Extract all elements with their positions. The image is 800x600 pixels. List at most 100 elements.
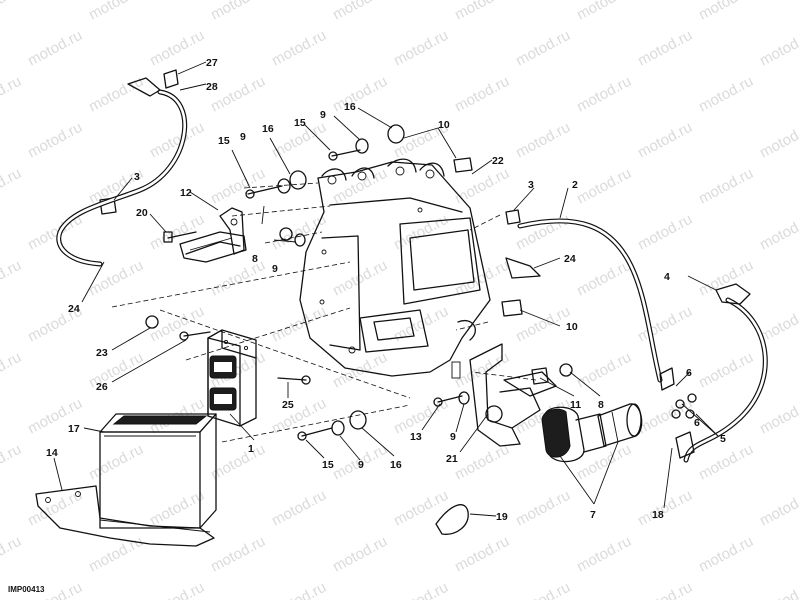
callout-5: 5 (720, 433, 726, 445)
callout-8-left: 8 (252, 253, 258, 265)
watermark-text: motod.ru (330, 0, 390, 24)
watermark-text: motod.ru (208, 73, 268, 116)
callout-22: 22 (492, 155, 504, 167)
watermark-text: motod.ru (208, 165, 268, 208)
watermark-text: motod.ru (574, 73, 634, 116)
watermark-text: motod.ru (0, 0, 24, 24)
watermark-text: motod.ru (635, 579, 695, 600)
watermark-text: motod.ru (208, 533, 268, 576)
watermark-text: motod.ru (696, 0, 756, 24)
watermark-text: motod.ru (696, 533, 756, 576)
watermark-text: motod.ru (452, 0, 512, 24)
watermark-text: motod.ru (0, 349, 24, 392)
callout-21: 21 (446, 453, 458, 465)
watermark-text: motod.ru (86, 349, 146, 392)
callout-20: 20 (136, 207, 148, 219)
watermark-text: motod.ru (696, 73, 756, 116)
watermark-text: motod.ru (696, 257, 756, 300)
watermark-text: motod.ru (452, 533, 512, 576)
watermark-text: motod.ru (147, 303, 207, 346)
callout-23: 23 (96, 347, 108, 359)
watermark-text: motod.ru (269, 487, 329, 530)
callout-16-top: 16 (344, 101, 356, 113)
watermark-text: motod.ru (574, 165, 634, 208)
watermark-text: motod.ru (269, 303, 329, 346)
fuse-box (207, 329, 257, 427)
watermark-text: motod.ru (574, 349, 634, 392)
drawing-code: IMP00413 (8, 585, 45, 594)
watermark-text: motod.ru (208, 257, 268, 300)
battery-tray (35, 485, 215, 547)
callout-19: 19 (496, 511, 508, 523)
callout-9-bracket: 9 (240, 131, 246, 143)
callout-28: 28 (206, 81, 218, 93)
watermark-text: motod.ru (391, 579, 451, 600)
watermark-text: motod.ru (635, 211, 695, 254)
watermark-text: motod.ru (330, 533, 390, 576)
callout-9-top: 9 (320, 109, 326, 121)
rubber-strap (435, 504, 469, 535)
watermark-text: motod.ru (696, 441, 756, 484)
watermark-text: motod.ru (757, 119, 800, 162)
watermark-text: motod.ru (25, 27, 85, 70)
relay-mounting-bracket (179, 207, 247, 263)
assembly-guide-lines (111, 182, 537, 443)
callout-26: 26 (96, 381, 108, 393)
callout-15-bottom: 15 (322, 459, 334, 471)
watermark-text: motod.ru (0, 533, 24, 576)
callout-17: 17 (68, 423, 80, 435)
callout-13: 13 (410, 431, 422, 443)
callout-9-bottom: 9 (358, 459, 364, 471)
watermark-text: motod.ru (513, 579, 573, 600)
watermark-text: motod.ru (757, 395, 800, 438)
callout-14: 14 (46, 447, 58, 459)
watermark-text: motod.ru (391, 27, 451, 70)
leader-lines (53, 61, 719, 517)
callout-16-bottom: 16 (390, 459, 402, 471)
callout-27: 27 (206, 57, 218, 69)
watermark-text: motod.ru (147, 487, 207, 530)
callout-25: 25 (282, 399, 294, 411)
watermark-text: motod.ru (574, 257, 634, 300)
watermark-text: motod.ru (757, 579, 800, 600)
watermark-text: motod.ru (147, 579, 207, 600)
watermark-text: motod.ru (330, 257, 390, 300)
watermark-text: motod.ru (0, 165, 24, 208)
watermark-text: motod.ru (513, 119, 573, 162)
watermark-text: motod.ru (269, 579, 329, 600)
watermark-text: motod.ru (696, 165, 756, 208)
watermark-text: motod.ru (147, 211, 207, 254)
watermark-text: motod.ru (757, 487, 800, 530)
watermark-text: motod.ru (25, 119, 85, 162)
callout-15-top: 15 (294, 117, 306, 129)
callout-6-bottom: 6 (694, 417, 700, 429)
callout-3-left: 3 (134, 171, 140, 183)
main-mounting-bracket (299, 158, 491, 379)
watermark-text: motod.ru (574, 0, 634, 24)
watermark-text: motod.ru (0, 257, 24, 300)
watermark-text: motod.ru (0, 73, 24, 116)
callout-16-left: 16 (262, 123, 274, 135)
callout-9-relay: 9 (450, 431, 456, 443)
watermark-text: motod.ru (208, 441, 268, 484)
watermark-text: motod.ru (757, 211, 800, 254)
callout-1: 1 (248, 443, 254, 455)
battery-ground-cable (56, 69, 188, 267)
watermark-text: motod.ru (452, 73, 512, 116)
watermark-text: motod.ru (696, 349, 756, 392)
starter-relay (597, 403, 643, 447)
watermark-text: motod.ru (635, 119, 695, 162)
watermark-text: motod.ru (513, 211, 573, 254)
callout-7: 7 (590, 509, 596, 521)
battery (99, 413, 217, 529)
watermark-text: motod.ru (452, 349, 512, 392)
callout-24-right: 24 (564, 253, 576, 265)
callout-2: 2 (572, 179, 578, 191)
watermark-text: motod.ru (391, 303, 451, 346)
starter-solenoid-cover (541, 406, 607, 463)
watermark-text: motod.ru (635, 27, 695, 70)
watermark-text: motod.ru (86, 73, 146, 116)
starter-cable (659, 283, 768, 463)
